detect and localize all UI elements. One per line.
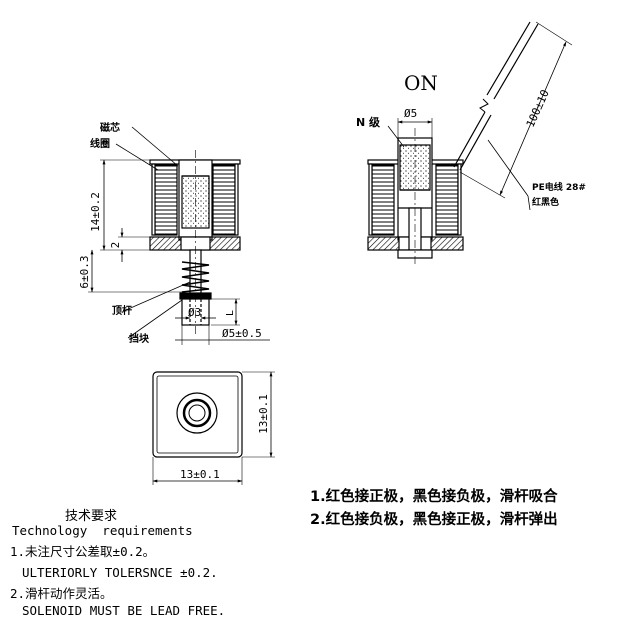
wire-a [453, 111, 486, 168]
dim-top-height: 13±0.1 [257, 394, 270, 434]
pole-label: N 级 [356, 115, 381, 129]
wire-color-label: 红黑色 [532, 196, 559, 208]
dim-width: 13±0.1 [180, 468, 220, 481]
coil-label: 线圈 [90, 137, 110, 150]
dim-wire: 100±10 [524, 88, 552, 130]
tech-item2-en: SOLENOID MUST BE LEAD FREE. [22, 603, 226, 618]
core-label: 磁芯 [100, 121, 120, 134]
wire-label: PE电线 28# [532, 181, 586, 193]
on-title: ON [404, 71, 438, 95]
on-coil-right [435, 164, 459, 236]
coil-left [154, 164, 178, 236]
wire-d [493, 23, 539, 100]
dim-height: 14±0.2 [89, 192, 102, 232]
top-view-bore-outer [176, 392, 218, 434]
dim-bore: Ø5 [404, 107, 417, 120]
tech-item1-en: ULTERIORLY TOLERSNCE ±0.2. [22, 565, 218, 580]
dim-l: L [225, 310, 236, 316]
tech-item1-cn: 1.未注尺寸公差取±0.2。 [10, 544, 156, 559]
wiring-line1: 1.红色接正极，黑色接负极，滑杆吸合 [310, 489, 558, 505]
rod-label: 顶杆 [112, 304, 132, 317]
tech-title-cn: 技术要求 [65, 509, 118, 524]
tech-item2-cn: 2.滑杆动作灵活。 [10, 586, 113, 601]
block-label: 挡块 [129, 332, 150, 345]
coil-right [212, 164, 236, 236]
top-view-outer [152, 371, 243, 458]
side-view [88, 126, 270, 345]
on-view-labels: ON N 级 Ø5 100±10 PE电线 28# 红黑色 [356, 71, 586, 208]
top-view [152, 371, 275, 485]
wire-c [486, 21, 531, 96]
tech-title-en: Technology requirements [12, 523, 193, 538]
dim-rod: Ø3 [188, 306, 201, 319]
top-view-bore [182, 398, 212, 428]
dim-2: 2 [109, 242, 122, 249]
on-view [367, 21, 573, 265]
top-view-labels: 13±0.1 13±0.1 [180, 394, 270, 481]
dim-stroke: 6±0.3 [78, 255, 91, 288]
wire-b [459, 114, 492, 171]
side-view-labels: 磁芯 线圈 14±0.2 2 6±0.3 L 顶杆 Ø3 挡块 Ø5±0.5 [78, 121, 262, 345]
top-view-inner [156, 375, 239, 454]
on-coil-left [371, 164, 395, 236]
spring [181, 261, 210, 293]
wiring-line2: 2.红色接负极，黑色接正极，滑杆弹出 [310, 512, 558, 528]
dim-pusher: Ø5±0.5 [222, 327, 262, 340]
